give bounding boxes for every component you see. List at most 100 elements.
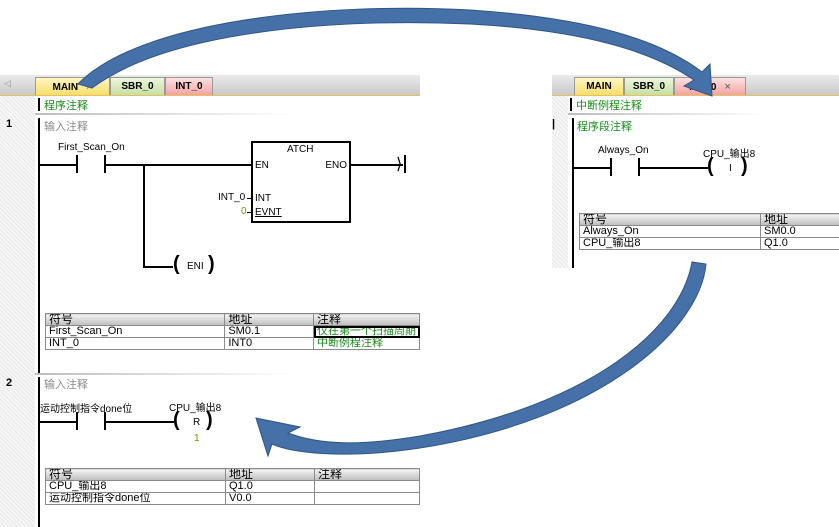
- contact-left-bar[interactable]: [76, 412, 78, 430]
- network-comment[interactable]: 输入注释: [44, 121, 88, 133]
- eni-coil[interactable]: ( ENI ): [173, 253, 223, 278]
- contact-left-bar[interactable]: [76, 155, 78, 173]
- table-row[interactable]: Always_On SM0.0: [579, 225, 839, 238]
- contact-label[interactable]: 运动控制指令done位: [40, 404, 133, 415]
- network-number-partial: |: [552, 118, 556, 130]
- network-separator: [568, 113, 768, 115]
- rung-wire: [572, 167, 610, 169]
- pin-wire: [247, 212, 252, 213]
- symbol-cell[interactable]: Always_On: [579, 225, 761, 238]
- immediate-coil[interactable]: ( I ): [707, 155, 757, 180]
- close-icon[interactable]: ×: [86, 81, 93, 93]
- rung-wire: [38, 164, 76, 166]
- int-parameter[interactable]: INT_0: [218, 192, 246, 203]
- symbol-cell[interactable]: CPU_输出8: [45, 480, 226, 493]
- evnt-pin: EVNT: [255, 207, 282, 218]
- comment-cell[interactable]: 中断例程注释: [313, 337, 420, 350]
- symbol-cell[interactable]: INT_0: [44, 337, 226, 350]
- coil-label: ENI: [187, 261, 204, 272]
- int-pin: INT: [255, 193, 272, 204]
- program-tab-bar: MAIN SBR_0 INT_0 ×: [552, 75, 839, 96]
- symbol-cell[interactable]: First_Scan_On: [44, 325, 226, 338]
- symbol-cell[interactable]: CPU_输出8: [579, 237, 761, 250]
- comment-cell[interactable]: [314, 480, 420, 493]
- symbol-table: 符号 地址 注释 CPU_输出8 Q1.0 运动控制指令done位 V0.0: [45, 468, 420, 505]
- address-cell[interactable]: Q1.0: [225, 480, 315, 493]
- tab-int0[interactable]: INT_0 ×: [674, 77, 746, 95]
- address-cell[interactable]: V0.0: [225, 492, 315, 505]
- contact-left-bar[interactable]: [610, 158, 612, 176]
- coil-label: I: [729, 163, 732, 174]
- table-header-row: 符号 地址 注释: [45, 468, 420, 481]
- address-cell[interactable]: SM0.1: [224, 325, 314, 338]
- reset-coil[interactable]: ( R ): [173, 409, 223, 434]
- tab-sbr0[interactable]: SBR_0: [624, 77, 674, 95]
- network-comment[interactable]: 输入注释: [44, 379, 88, 391]
- network-separator: [35, 113, 295, 115]
- rung-wire: [106, 421, 174, 423]
- table-row[interactable]: CPU_输出8 Q1.0: [579, 237, 839, 250]
- main-program-editor: ◁ MAIN × SBR_0 INT_0 程序注释 1 输入注释 First_Sc…: [0, 75, 420, 527]
- column-header[interactable]: 注释: [313, 313, 420, 326]
- contact-label[interactable]: First_Scan_On: [58, 142, 125, 153]
- address-cell[interactable]: SM0.0: [760, 225, 839, 238]
- en-pin: EN: [255, 160, 269, 171]
- rung-end-bar: [404, 155, 406, 173]
- contact-label[interactable]: Always_On: [598, 145, 649, 156]
- power-rail: [572, 118, 574, 268]
- contact-right-bar[interactable]: [638, 158, 640, 176]
- comment-cell[interactable]: 仅在第一个扫描周期: [313, 325, 420, 338]
- tab-scroll-left-icon[interactable]: ◁: [4, 79, 11, 89]
- tab-main[interactable]: MAIN: [574, 77, 624, 95]
- box-title: ATCH: [287, 144, 314, 155]
- rung-end-arrow-icon: ⟩: [396, 156, 403, 173]
- table-header-row: 符号 地址 注释: [44, 313, 420, 326]
- eno-wire: [351, 164, 403, 166]
- symbol-table: 符号 地址 Always_On SM0.0 CPU_输出8 Q1.0: [579, 213, 839, 250]
- coil-label: R: [193, 417, 201, 428]
- coil-name[interactable]: CPU_输出8: [703, 149, 756, 160]
- coil-right-paren: ): [208, 253, 215, 275]
- close-icon[interactable]: ×: [724, 81, 731, 93]
- network-gutter: [0, 96, 35, 527]
- atch-instruction-box[interactable]: ATCH EN ENO INT EVNT: [251, 141, 351, 223]
- column-header[interactable]: 地址: [225, 468, 315, 481]
- tab-int0[interactable]: INT_0: [165, 77, 213, 95]
- rung-wire: [38, 421, 76, 423]
- table-row[interactable]: CPU_输出8 Q1.0: [45, 480, 420, 493]
- symbol-table: 符号 地址 注释 First_Scan_On SM0.1 仅在第一个扫描周期 I…: [44, 313, 420, 350]
- tab-main[interactable]: MAIN ×: [35, 77, 110, 95]
- contact-right-bar[interactable]: [104, 412, 106, 430]
- comment-cell[interactable]: [314, 492, 420, 505]
- table-row[interactable]: 运动控制指令done位 V0.0: [45, 492, 420, 505]
- coil-left-paren: (: [173, 409, 180, 431]
- coil-right-paren: ): [206, 409, 213, 431]
- table-row[interactable]: INT_0 INT0 中断例程注释: [44, 337, 420, 350]
- column-header[interactable]: 符号: [45, 468, 226, 481]
- network-number: 2: [6, 377, 13, 389]
- symbol-cell[interactable]: 运动控制指令done位: [45, 492, 226, 505]
- column-header[interactable]: 注释: [314, 468, 420, 481]
- evnt-parameter[interactable]: 0: [241, 206, 247, 217]
- column-header[interactable]: 符号: [44, 313, 226, 326]
- power-rail: [38, 377, 40, 527]
- program-comment[interactable]: 中断例程注释: [576, 100, 642, 112]
- table-row[interactable]: First_Scan_On SM0.1 仅在第一个扫描周期: [44, 325, 420, 338]
- program-comment[interactable]: 程序注释: [44, 100, 88, 112]
- coil-name[interactable]: CPU_输出8: [169, 403, 222, 414]
- address-cell[interactable]: Q1.0: [760, 237, 839, 250]
- address-cell[interactable]: INT0: [224, 337, 314, 350]
- pin-wire: [247, 198, 252, 199]
- column-header[interactable]: 地址: [224, 313, 314, 326]
- network-comment[interactable]: 程序段注释: [577, 121, 632, 133]
- contact-right-bar[interactable]: [104, 155, 106, 173]
- column-header[interactable]: 符号: [579, 213, 761, 226]
- tab-sbr0[interactable]: SBR_0: [110, 77, 165, 95]
- tab-main-label: MAIN: [52, 82, 79, 93]
- rung-wire: [106, 164, 253, 166]
- comment-marker: [570, 98, 572, 111]
- tab-int0-label: INT_0: [689, 82, 717, 93]
- column-header[interactable]: 地址: [760, 213, 839, 226]
- comment-marker: [38, 98, 40, 111]
- coil-count[interactable]: 1: [194, 433, 200, 444]
